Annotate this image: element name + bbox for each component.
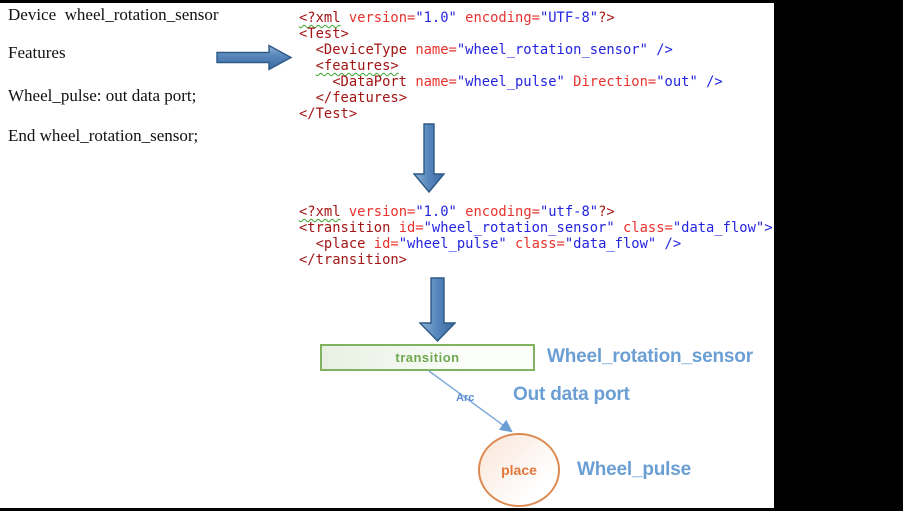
- code-token: [457, 10, 465, 26]
- code-token: <place: [315, 236, 366, 252]
- code-token: id=: [398, 220, 424, 236]
- code-token: <transition: [299, 220, 391, 236]
- aadl-line-device: Device wheel_rotation_sensor: [8, 5, 219, 24]
- code-line: <transition id="wheel_rotation_sensor" c…: [299, 220, 773, 236]
- aadl-line-end: End wheel_rotation_sensor;: [8, 126, 199, 145]
- code-token: [698, 74, 706, 90]
- place-node-label: place: [501, 462, 537, 478]
- code-token: class=: [515, 236, 565, 252]
- aadl-line-features: Features: [8, 43, 66, 62]
- code-token: />: [706, 74, 723, 90]
- transition-node-label: transition: [395, 350, 460, 365]
- code-token: ?>: [598, 10, 615, 26]
- code-token: id=: [373, 236, 399, 252]
- code-token: />: [656, 42, 673, 58]
- code-line: <?xml version="1.0" encoding="UTF-8"?>: [299, 10, 723, 26]
- code-token: [299, 58, 316, 74]
- code-token: "wheel_rotation_sensor": [423, 220, 615, 236]
- code-token: [565, 74, 573, 90]
- code-token: [299, 74, 332, 90]
- code-token: <?xml: [299, 10, 341, 26]
- code-line: <DeviceType name="wheel_rotation_sensor"…: [299, 42, 723, 58]
- code-token: "UTF-8": [539, 10, 599, 26]
- code-line: </Test>: [299, 106, 723, 122]
- out-data-port-label: Out data port: [513, 384, 630, 405]
- code-line: <Test>: [299, 26, 723, 42]
- code-token: [457, 204, 465, 220]
- code-token: >: [764, 220, 773, 236]
- code-token: encoding=: [465, 204, 540, 220]
- code-token: "wheel_pulse": [456, 74, 565, 90]
- code-line: <DataPort name="wheel_pulse" Direction="…: [299, 74, 723, 90]
- code-line: </features>: [299, 90, 723, 106]
- diagram-canvas: Device wheel_rotation_sensor Features Wh…: [0, 3, 774, 508]
- code-token: "data_flow": [564, 236, 657, 252]
- arrow-down-icon: [419, 277, 456, 343]
- code-token: <DeviceType: [315, 42, 407, 58]
- code-line: </transition>: [299, 252, 773, 268]
- code-token: "wheel_pulse": [398, 236, 507, 252]
- code-token: "utf-8": [539, 204, 599, 220]
- code-token: version=: [348, 10, 416, 26]
- code-token: "1.0": [415, 10, 457, 26]
- code-token: "data_flow": [672, 220, 765, 236]
- code-token: <features>: [315, 58, 399, 74]
- code-token: name=: [415, 42, 457, 58]
- code-token: "wheel_rotation_sensor": [456, 42, 648, 58]
- code-token: </features>: [315, 90, 407, 106]
- aadl-line-port: Wheel_pulse: out data port;: [8, 86, 197, 105]
- code-line: <place id="wheel_pulse" class="data_flow…: [299, 236, 773, 252]
- code-token: [390, 220, 398, 236]
- code-token: [341, 204, 349, 220]
- place-node: place: [478, 433, 560, 507]
- code-token: [507, 236, 515, 252]
- code-token: </transition>: [299, 252, 407, 268]
- code-token: <DataPort: [332, 74, 407, 90]
- code-token: />: [664, 236, 682, 252]
- code-token: [648, 42, 656, 58]
- device-xml-code: <?xml version="1.0" encoding="UTF-8"?><T…: [299, 10, 723, 122]
- arrow-right-icon: [216, 44, 293, 71]
- code-token: [341, 10, 349, 26]
- code-token: ?>: [598, 204, 615, 220]
- transition-node: transition: [320, 344, 535, 371]
- code-token: [299, 90, 316, 106]
- code-token: name=: [415, 74, 457, 90]
- code-token: encoding=: [465, 10, 540, 26]
- code-token: <Test>: [299, 26, 349, 42]
- code-token: [299, 236, 316, 252]
- petrinet-xml-code: <?xml version="1.0" encoding="utf-8"?><t…: [299, 204, 773, 268]
- arc-arrow-icon: [428, 370, 513, 433]
- code-token: </Test>: [299, 106, 358, 122]
- code-token: [615, 220, 623, 236]
- code-token: version=: [348, 204, 416, 220]
- code-token: <?xml: [299, 204, 341, 220]
- wheel-rotation-sensor-label: Wheel_rotation_sensor: [547, 346, 753, 367]
- code-token: class=: [622, 220, 673, 236]
- code-token: [365, 236, 373, 252]
- code-line: <features>: [299, 58, 723, 74]
- wheel-pulse-label: Wheel_pulse: [577, 459, 691, 480]
- arrow-down-icon: [413, 123, 445, 194]
- code-token: Direction=: [573, 74, 657, 90]
- code-line: <?xml version="1.0" encoding="utf-8"?>: [299, 204, 773, 220]
- code-token: "out": [656, 74, 698, 90]
- arc-label: Arc: [456, 392, 475, 404]
- code-token: [656, 236, 664, 252]
- code-token: "1.0": [415, 204, 457, 220]
- code-token: [299, 42, 316, 58]
